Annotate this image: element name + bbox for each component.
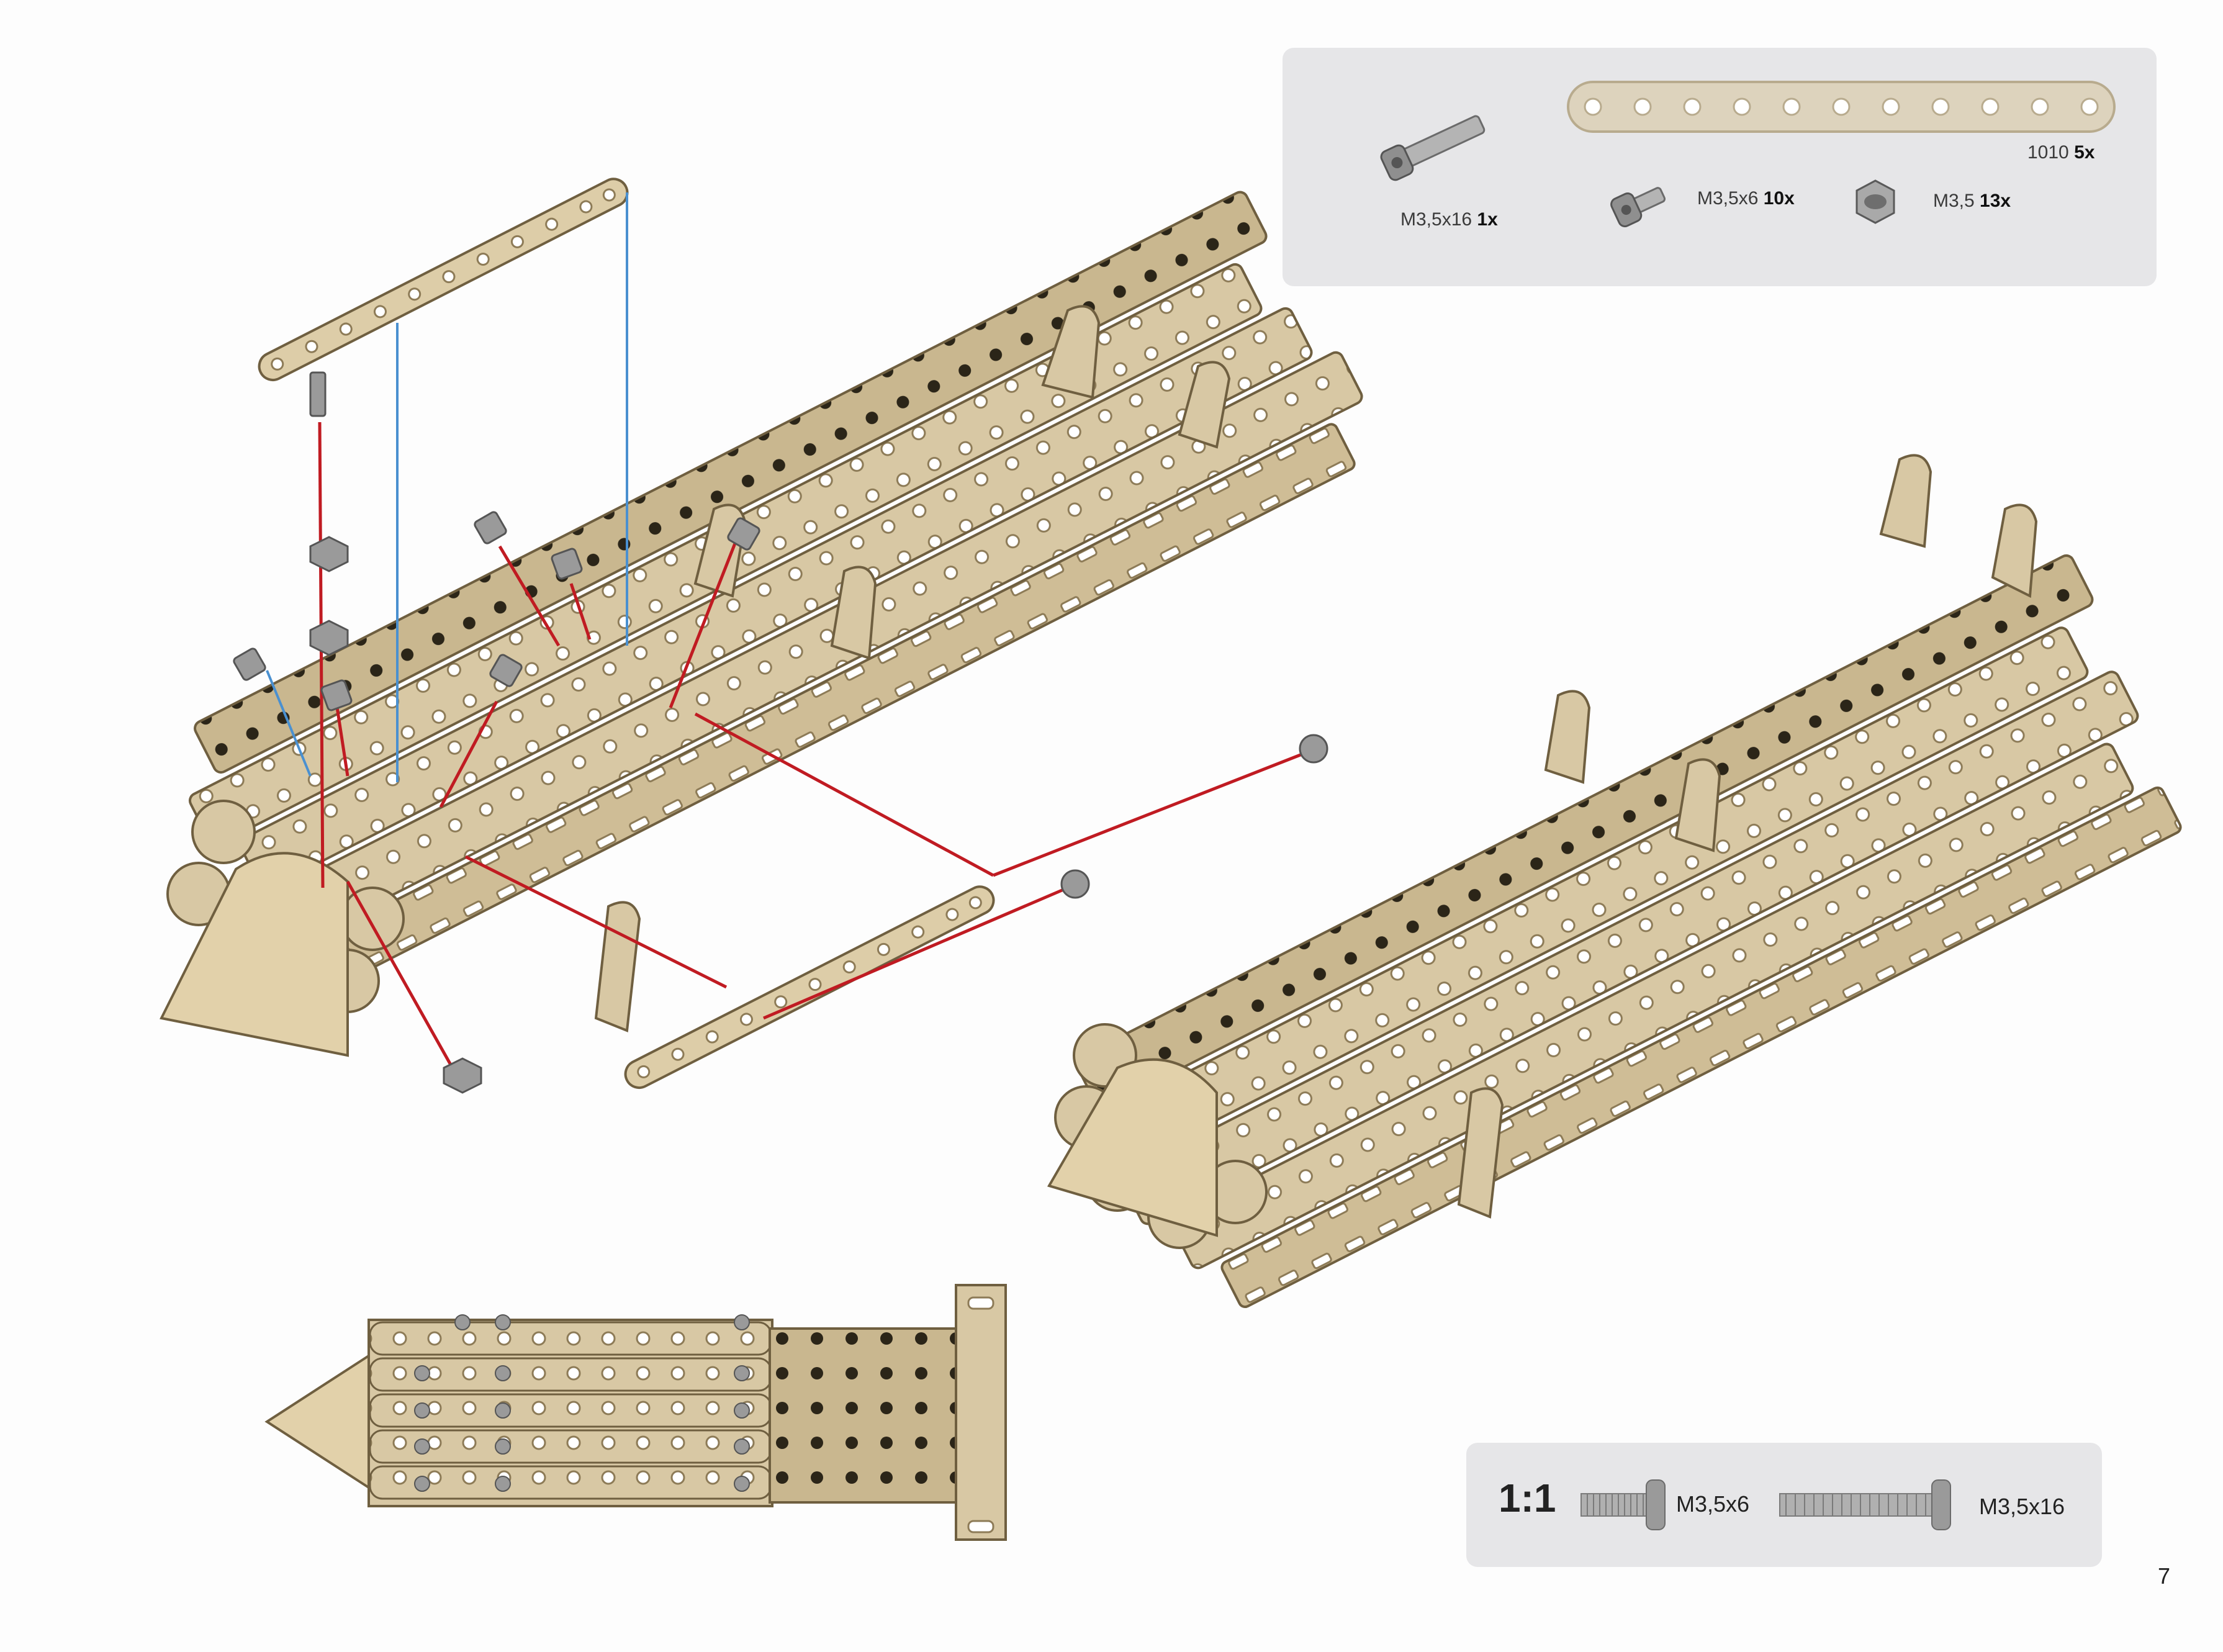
page-number: 7: [2158, 1563, 2171, 1589]
scale-ratio: 1:1: [1499, 1476, 1556, 1520]
scale-reference-panel: 1:1 M3,5x6 M3,5x16: [1466, 1443, 2102, 1567]
part-label-strip: 1010 5x: [2027, 142, 2094, 163]
short-screw-scale-icon: [1580, 1479, 1666, 1530]
parts-list-panel: M3,5x16 1x 1010 5x M3,5x6 10x M3,5 13x: [1283, 48, 2157, 286]
long-screw-icon: [1380, 115, 1486, 181]
perforated-strip-icon: [1567, 81, 2116, 133]
side-view: [264, 1284, 1007, 1541]
part-label-long-screw: M3,5x16 1x: [1400, 209, 1498, 230]
part-quantity: 10x: [1763, 188, 1795, 209]
exploded-assembly: [160, 178, 1363, 1094]
part-quantity: 1x: [1477, 209, 1498, 230]
scale-label-long: M3,5x16: [1979, 1494, 2065, 1519]
part-quantity: 5x: [2074, 142, 2095, 163]
part-name: M3,5x16: [1400, 209, 1472, 230]
part-quantity: 13x: [1980, 191, 2011, 211]
scale-label-short: M3,5x6: [1676, 1491, 1750, 1517]
part-name: M3,5x6: [1697, 188, 1759, 209]
assembled-view: [1047, 454, 2182, 1309]
part-name: M3,5: [1933, 191, 1975, 211]
part-label-nut: M3,5 13x: [1933, 191, 2011, 212]
short-screw-icon: [1610, 187, 1666, 228]
part-name: 1010: [2027, 142, 2069, 163]
long-screw-scale-icon: [1779, 1479, 1951, 1530]
part-label-short-screw: M3,5x6 10x: [1697, 188, 1795, 209]
hex-nut-icon: [1856, 179, 1895, 224]
